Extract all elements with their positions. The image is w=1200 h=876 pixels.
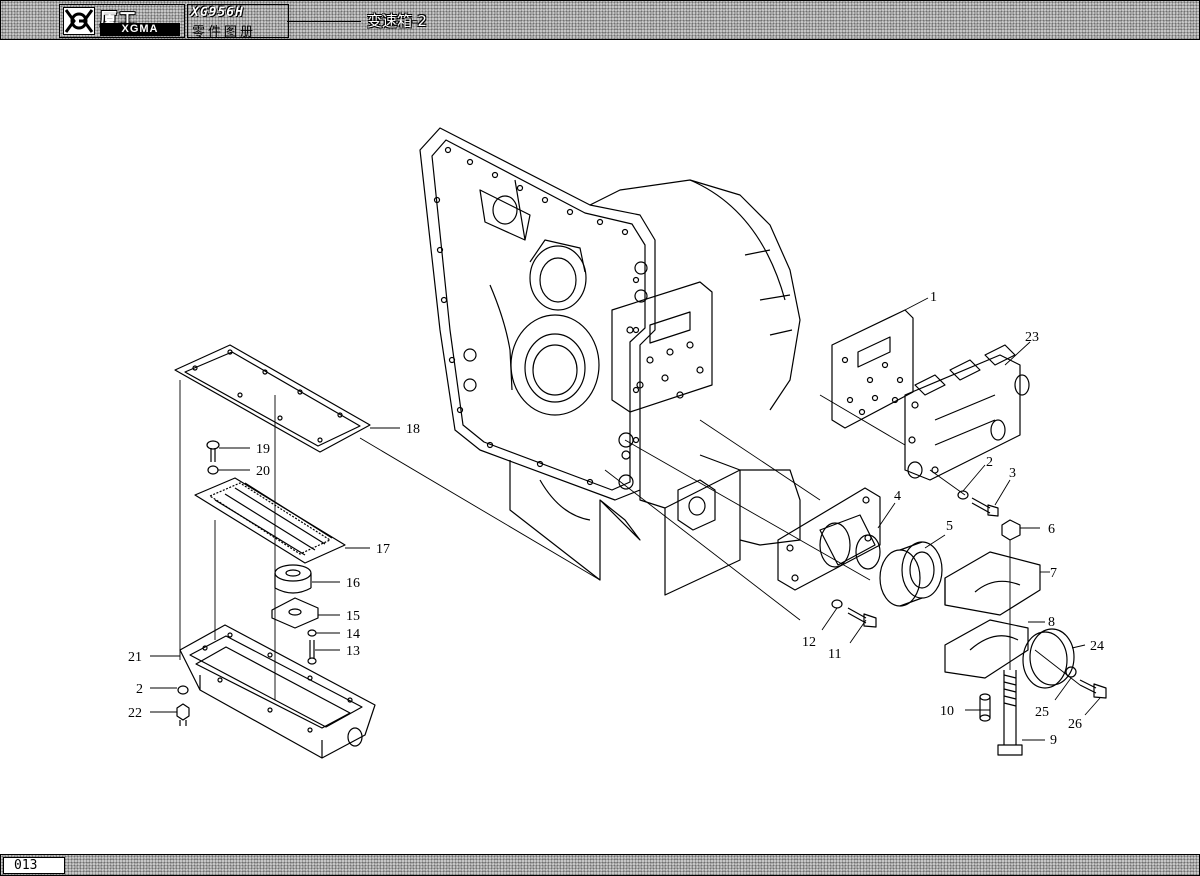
control-valve-part-23	[904, 344, 1030, 481]
spacer-part-16	[274, 564, 312, 594]
logo-g-icon	[63, 7, 95, 35]
bolt-part-13	[307, 640, 317, 665]
callout-labels: 1 23 2 3 4 5 6 7 8 9 10 11 12 13 14 15 1…	[128, 290, 1104, 748]
bolt-part-19	[206, 440, 220, 462]
output-flange-part-4	[777, 487, 881, 591]
title-divider	[287, 21, 361, 22]
callout-9: 9	[1050, 733, 1057, 748]
plate-part-15	[271, 597, 319, 629]
nut-part-6	[1001, 519, 1021, 541]
callout-24: 24	[1090, 639, 1104, 654]
callout-1: 1	[930, 290, 937, 305]
callout-10: 10	[940, 704, 954, 719]
oil-pan-part-21	[179, 624, 376, 759]
drain-plug-part-22	[176, 703, 190, 726]
callout-13: 13	[346, 644, 360, 659]
pin-part-10	[979, 693, 991, 722]
bolt-part-11	[847, 607, 877, 628]
callout-5: 5	[946, 519, 953, 534]
callout-8: 8	[1048, 615, 1055, 630]
gasket-part-1	[831, 309, 914, 429]
washer-part-14	[307, 629, 317, 637]
gasket-part-18	[174, 344, 371, 453]
callout-4: 4	[894, 489, 901, 504]
callout-26: 26	[1068, 717, 1082, 732]
leader-lines	[150, 297, 1101, 741]
washer-part-2-pan	[177, 685, 189, 695]
bearing-part-5	[879, 541, 943, 607]
logo-english-text: XGMA	[100, 23, 180, 36]
filter-screen-part-17	[194, 477, 346, 564]
callout-16: 16	[346, 576, 360, 591]
page-number: 013	[3, 857, 65, 874]
section-title: 变速箱-2	[367, 12, 427, 30]
callout-22: 22	[128, 706, 142, 721]
callout-14: 14	[346, 627, 360, 642]
catalog-title: 零件图册	[192, 25, 257, 40]
washer-part-2	[957, 490, 969, 500]
callout-17: 17	[376, 542, 390, 557]
callout-2-pan: 2	[136, 682, 143, 697]
brand-logo: 厦工 XGMA	[59, 4, 185, 38]
bracket-part-7	[944, 551, 1041, 616]
callout-23: 23	[1025, 330, 1039, 345]
washer-part-25	[1065, 666, 1077, 678]
bolt-part-3	[971, 497, 999, 517]
bolt-part-9	[997, 670, 1023, 756]
callout-21: 21	[128, 650, 142, 665]
header-bar: 厦工 XGMA XG956H 零件图册 变速箱-2	[0, 0, 1200, 40]
transmission-housing	[419, 127, 801, 596]
model-name: XG956H	[191, 5, 244, 20]
callout-6: 6	[1048, 522, 1055, 537]
callout-2-top: 2	[986, 455, 993, 470]
callout-7: 7	[1050, 566, 1057, 581]
callout-20: 20	[256, 464, 270, 479]
washer-part-12	[831, 599, 843, 609]
callout-19: 19	[256, 442, 270, 457]
callout-11: 11	[828, 647, 841, 662]
callout-12: 12	[802, 635, 816, 650]
bolt-part-26	[1079, 679, 1107, 699]
callout-3: 3	[1009, 466, 1016, 481]
footer-bar: 013	[0, 854, 1200, 876]
callout-25: 25	[1035, 705, 1049, 720]
cover-plate-part-24	[1022, 628, 1075, 689]
washer-part-20	[207, 465, 219, 475]
callout-18: 18	[406, 422, 420, 437]
bracket-part-8	[944, 619, 1029, 679]
callout-15: 15	[346, 609, 360, 624]
assembly-lines	[179, 380, 1081, 700]
